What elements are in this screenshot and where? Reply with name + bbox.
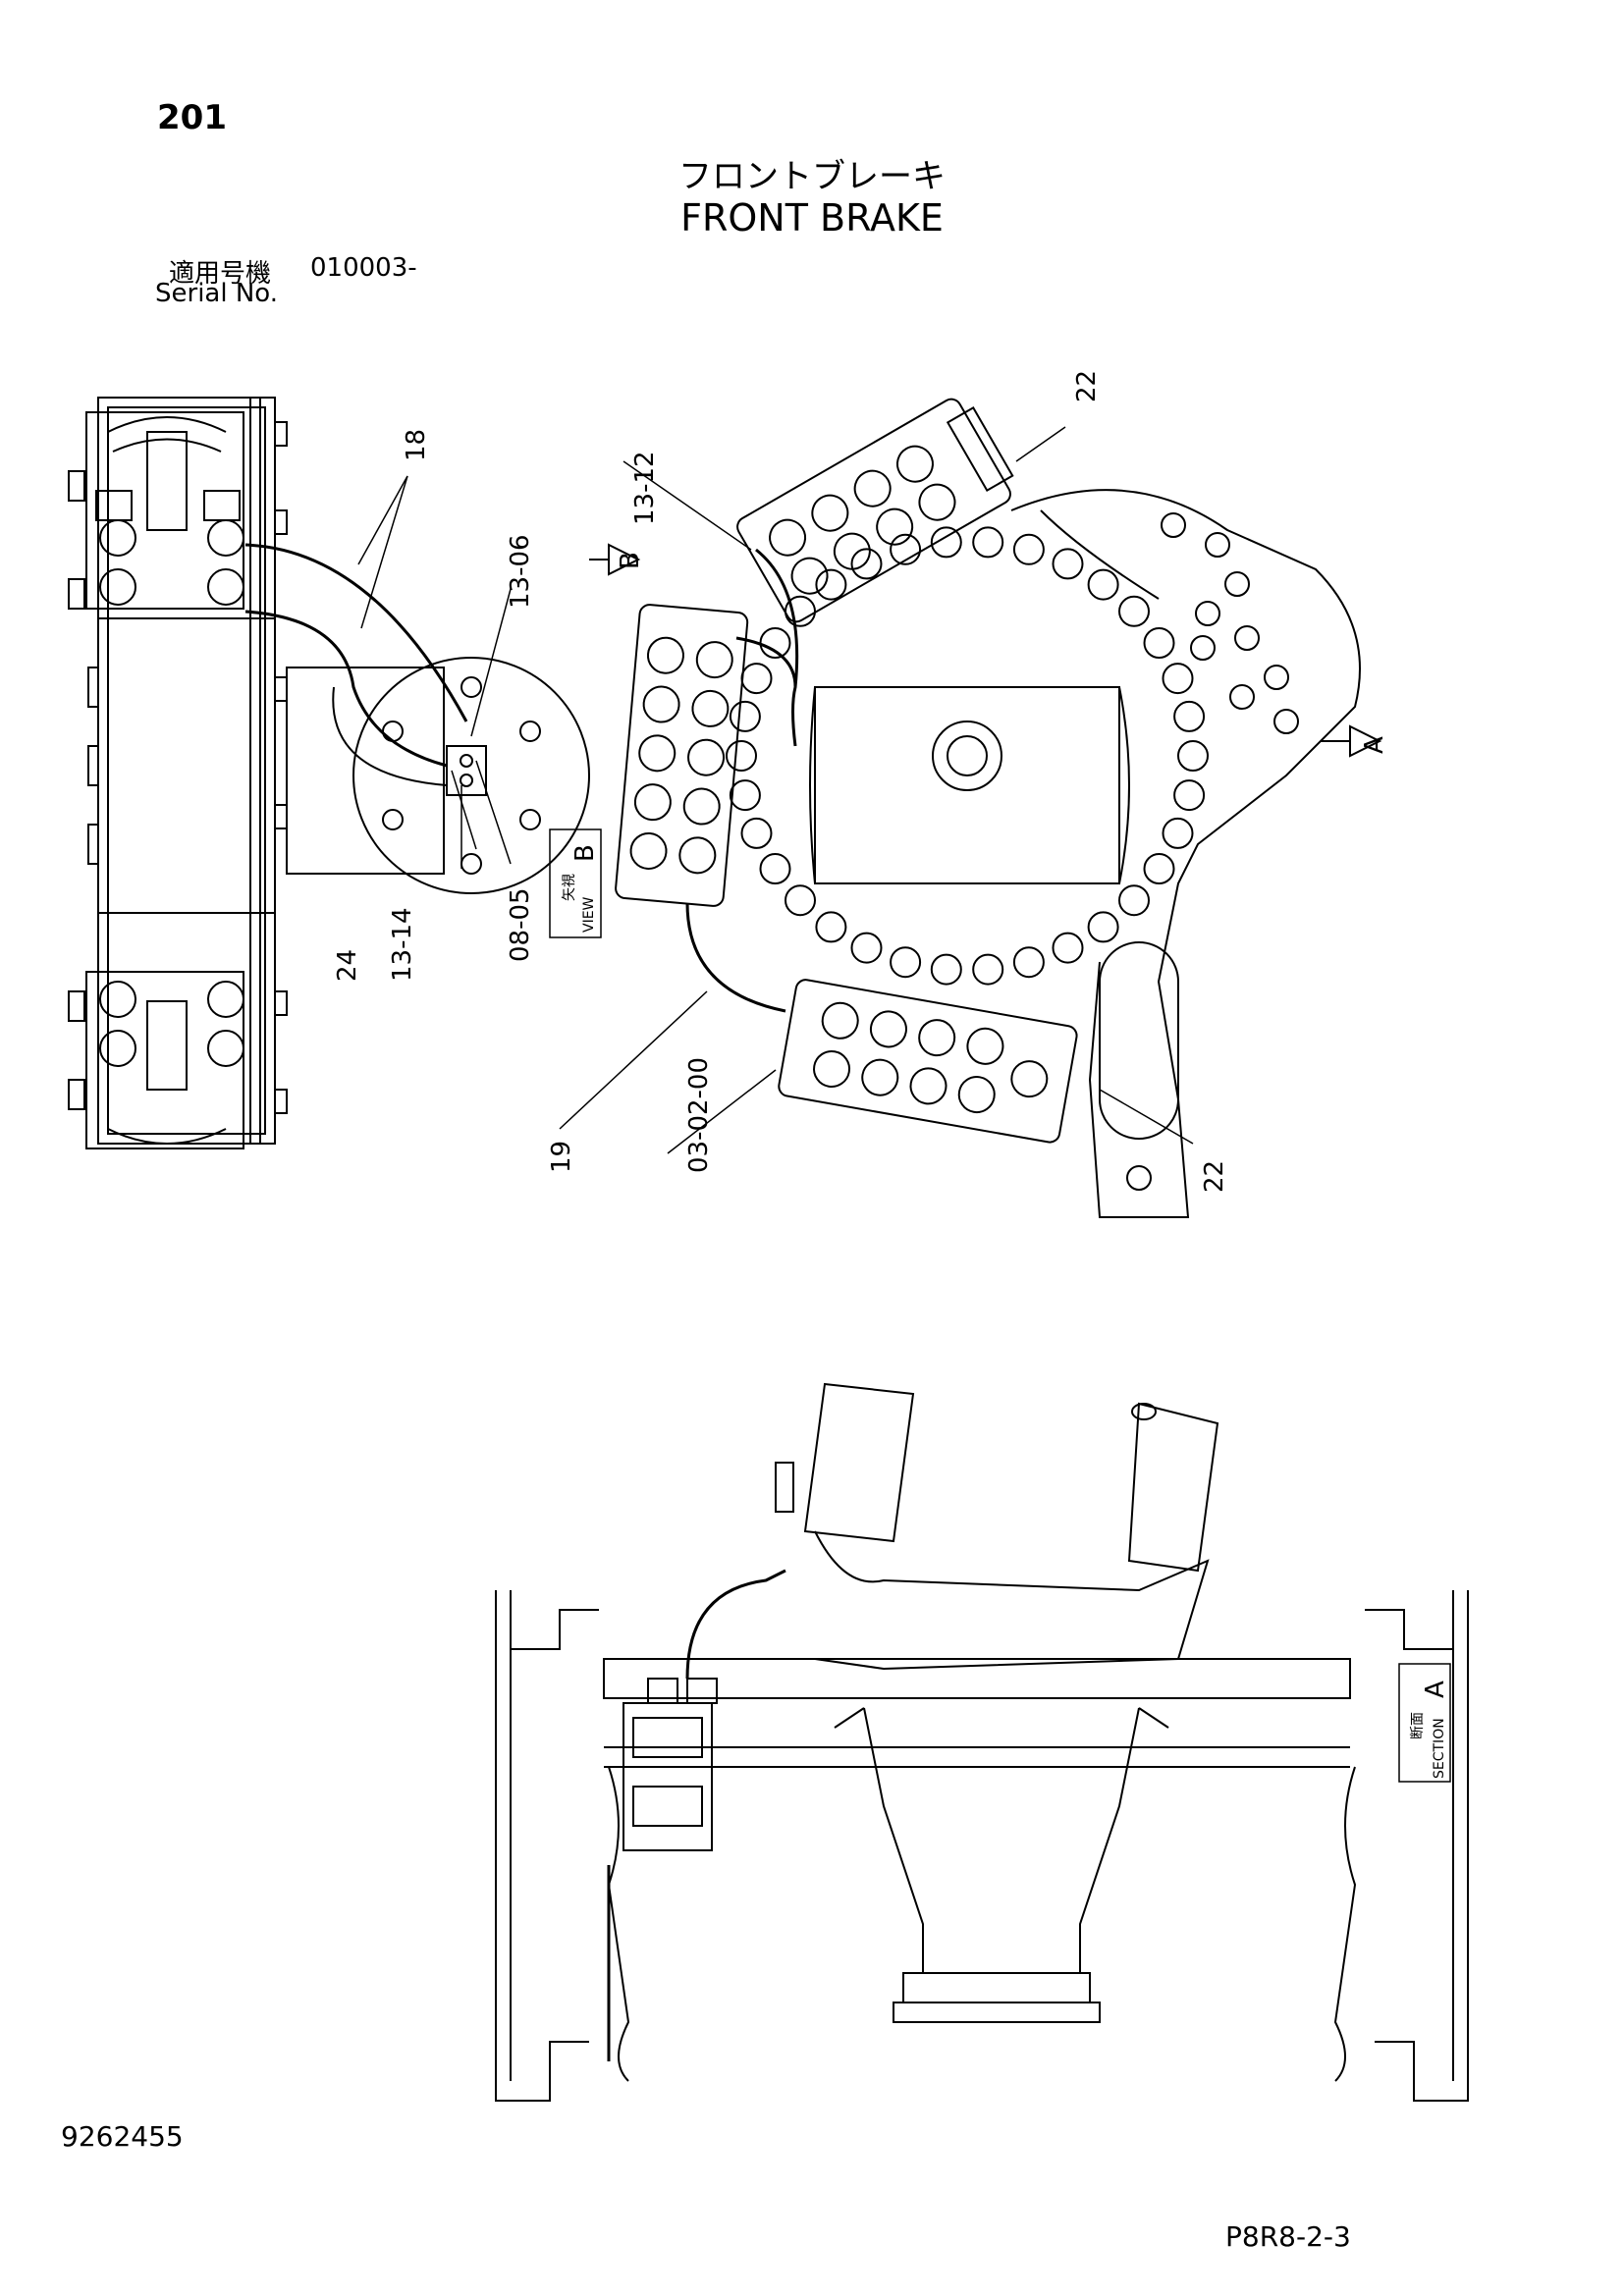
disc-hole xyxy=(1173,779,1206,812)
callout-22-bottom: 22 xyxy=(1200,1160,1229,1193)
disc-hole xyxy=(1162,817,1194,849)
page-number: 201 xyxy=(157,98,227,137)
callout-13-14: 13-14 xyxy=(388,907,417,982)
disc-hole xyxy=(729,779,761,812)
arrow-a-letter: A xyxy=(1360,736,1389,754)
disc-hole xyxy=(1087,568,1119,601)
disc-hole xyxy=(815,911,847,943)
disc-hole xyxy=(1173,700,1206,732)
disc-hole xyxy=(1087,911,1119,943)
view-b-letter: B xyxy=(570,844,600,862)
disc-hole xyxy=(1052,548,1084,580)
serial-label-japanese: 適用号機 xyxy=(169,259,272,289)
disc-hole xyxy=(759,853,791,884)
disc-hole xyxy=(850,548,883,580)
disc-hole xyxy=(930,953,962,986)
leader-lines xyxy=(357,426,1194,1154)
disc-hole xyxy=(1143,853,1175,884)
section-a-jp: 断面 xyxy=(1410,1712,1426,1739)
disc-hole xyxy=(729,700,761,732)
disc-hole xyxy=(1143,627,1175,659)
serial-number-value: 010003- xyxy=(310,253,417,283)
callout-18: 18 xyxy=(402,429,431,461)
callout-03-02-00: 03-02-00 xyxy=(684,1057,714,1173)
front-view xyxy=(589,398,1382,1218)
page-code: P8R8-2-3 xyxy=(1225,2220,1351,2253)
title-english: FRONT BRAKE xyxy=(680,196,944,240)
disc-hole xyxy=(1118,595,1150,627)
section-a-en: SECTION xyxy=(1432,1718,1447,1779)
disc-hole xyxy=(972,526,1004,559)
callout-13-12: 13-12 xyxy=(630,451,660,525)
view-b-en: VIEW xyxy=(581,896,597,933)
disc-hole xyxy=(1052,932,1084,964)
disc-hole xyxy=(740,663,773,695)
disc-hole xyxy=(890,946,922,979)
disc-hole xyxy=(972,953,1004,986)
disc-hole xyxy=(726,740,757,772)
section-a-label: A 断面 SECTION xyxy=(1398,1663,1451,1783)
disc-hole xyxy=(890,533,922,565)
section-a-letter: A xyxy=(1421,1681,1450,1698)
callout-24: 24 xyxy=(333,949,362,982)
disc-hole xyxy=(740,817,773,849)
callout-13-06: 13-06 xyxy=(506,534,535,609)
left-side-view xyxy=(68,397,590,1149)
disc-hole xyxy=(785,884,816,917)
callout-22-top: 22 xyxy=(1072,370,1102,402)
title-japanese: フロントブレーキ xyxy=(678,157,946,196)
disc-hole xyxy=(930,526,962,559)
arrow-b-letter: B xyxy=(616,552,645,569)
document-number: 9262455 xyxy=(61,2120,184,2153)
view-b-jp: 矢視 xyxy=(562,874,577,901)
serial-label-english: Serial No. xyxy=(155,279,278,308)
view-b-label: B 矢視 VIEW xyxy=(549,828,602,938)
section-view xyxy=(495,1382,1469,2102)
disc-hole xyxy=(1012,533,1045,565)
disc-hole xyxy=(1118,884,1150,917)
disc-hole xyxy=(1162,663,1194,695)
disc-hole xyxy=(1177,740,1209,772)
disc-hole xyxy=(850,932,883,964)
callout-19: 19 xyxy=(547,1141,576,1173)
disc-hole xyxy=(1012,946,1045,979)
disc-hole xyxy=(815,568,847,601)
callout-08-05: 08-05 xyxy=(506,887,535,962)
disc-hole xyxy=(759,627,791,659)
